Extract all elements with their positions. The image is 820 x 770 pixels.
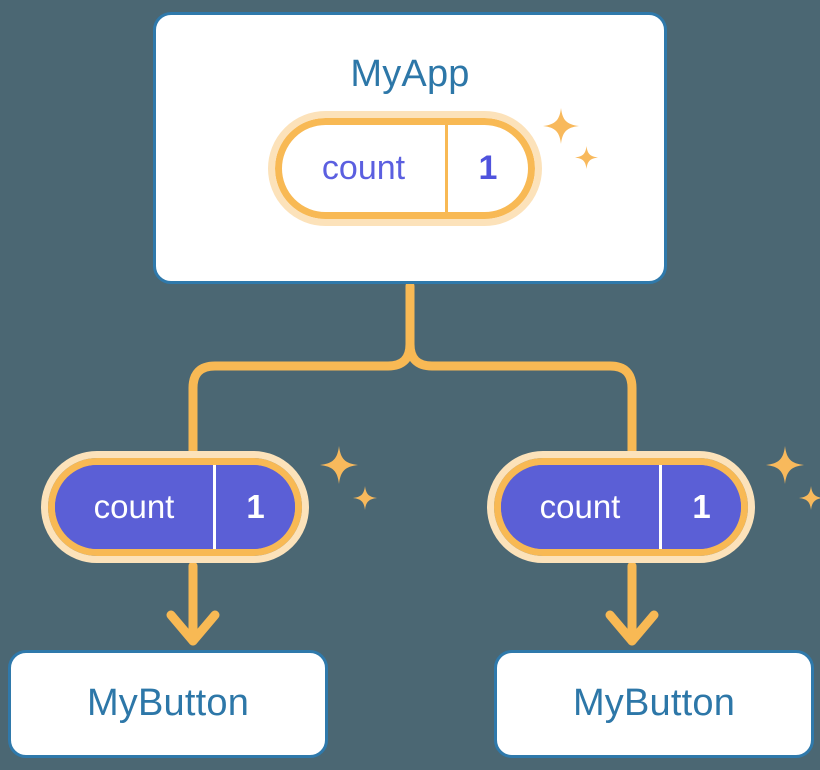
signal-pill-myapp[interactable]: count 1	[268, 108, 598, 226]
sparkle-icon-small	[799, 486, 820, 510]
signal-pill-body[interactable]: count 1	[41, 451, 309, 563]
signal-key: count	[55, 465, 216, 549]
connector-trunk-split	[188, 281, 415, 457]
card-mybutton-left[interactable]: MyButton	[8, 650, 328, 758]
card-mybutton-title: MyButton	[572, 682, 736, 724]
signal-value: 1	[216, 465, 295, 549]
connector-arrow-right-head	[605, 610, 659, 646]
connector-branch-right	[405, 339, 637, 457]
card-mybutton-title: MyButton	[86, 682, 250, 724]
signal-key: count	[282, 125, 448, 212]
sparkle-icon-small	[353, 486, 377, 510]
signal-pill-body[interactable]: count 1	[487, 451, 755, 563]
signal-pill-child-right[interactable]: count 1	[487, 446, 820, 563]
signal-pill-body[interactable]: count 1	[268, 111, 542, 226]
signal-pill-child-left[interactable]: count 1	[41, 446, 377, 563]
sparkle-icon	[320, 446, 358, 484]
connector-arrow-left-head	[166, 610, 220, 646]
card-mybutton-right[interactable]: MyButton	[494, 650, 814, 758]
signal-key: count	[501, 465, 662, 549]
card-myapp-title: MyApp	[350, 53, 470, 95]
sparkle-icon	[766, 446, 804, 484]
signal-value: 1	[662, 465, 741, 549]
signal-value: 1	[478, 149, 498, 187]
